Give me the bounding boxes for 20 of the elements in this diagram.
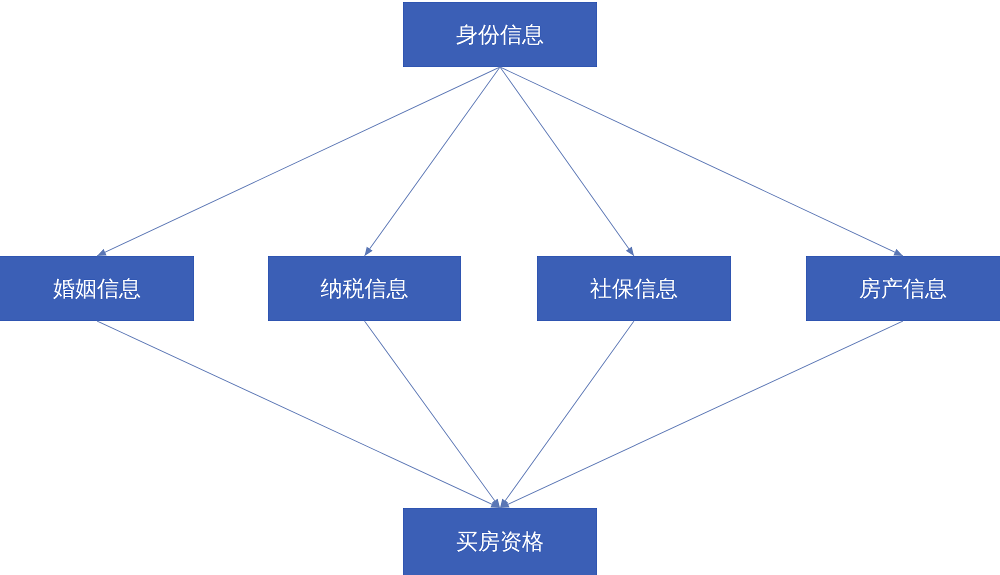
node-label: 买房资格 xyxy=(456,528,544,556)
arrow xyxy=(500,320,634,508)
arrow xyxy=(364,320,500,508)
arrow xyxy=(500,66,634,256)
node-label: 纳税信息 xyxy=(320,276,408,304)
node-label: 社保信息 xyxy=(590,276,678,304)
arrow xyxy=(364,66,500,256)
process-box xyxy=(806,256,1000,321)
arrow xyxy=(500,66,904,256)
arrow xyxy=(500,320,904,508)
process-box xyxy=(403,2,597,67)
process-box xyxy=(0,256,194,321)
node-label: 身份信息 xyxy=(456,22,544,50)
process-box xyxy=(268,256,461,321)
process-box xyxy=(537,256,731,321)
process-box xyxy=(403,508,597,575)
node-label: 婚姻信息 xyxy=(53,276,141,304)
node-label: 房产信息 xyxy=(859,276,947,304)
arrow xyxy=(96,66,500,256)
arrow xyxy=(96,320,500,508)
